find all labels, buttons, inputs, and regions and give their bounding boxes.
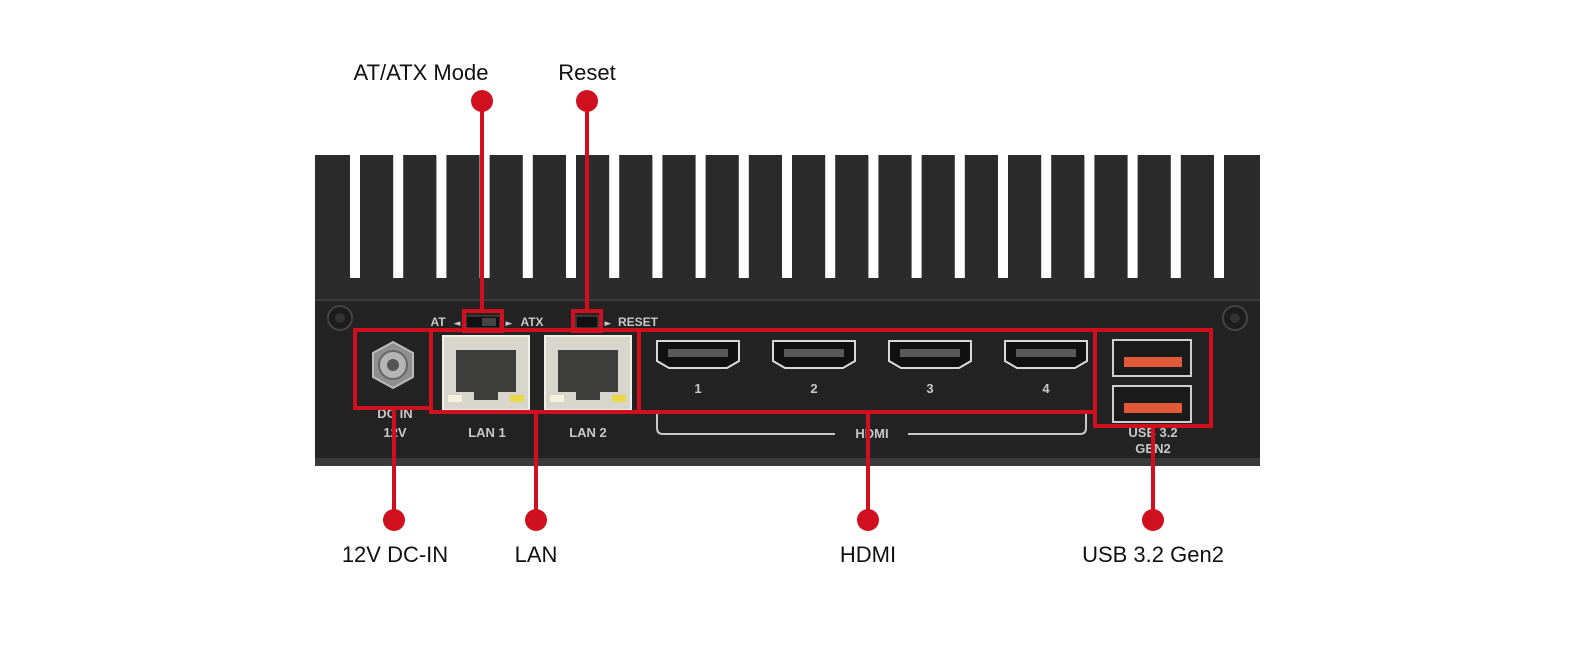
usb1-tongue bbox=[1124, 357, 1182, 367]
heatsink-fin-gap bbox=[609, 155, 620, 278]
heatsink-fin-gap bbox=[479, 155, 490, 278]
heatsink-fin-gap bbox=[998, 155, 1008, 278]
lan-port-2: LAN 2 bbox=[544, 335, 632, 440]
callout-hdmi-label: HDMI bbox=[839, 542, 897, 567]
screw-right-icon bbox=[1222, 305, 1248, 331]
callout-lan-label: LAN bbox=[514, 542, 558, 567]
heatsink-fin-gap bbox=[868, 155, 879, 278]
heatsink-fin-gap bbox=[954, 155, 965, 278]
heatsink-fin-gap bbox=[436, 155, 447, 278]
dcin-callout-dot bbox=[383, 509, 405, 531]
heatsink-fin-gap bbox=[911, 155, 922, 278]
callout-dcin-label: 12V DC-IN bbox=[341, 542, 449, 567]
callout-leaders bbox=[383, 90, 1164, 531]
callout-reset-label: Reset bbox=[558, 60, 616, 85]
arrow-left-icon: ◄ bbox=[454, 319, 461, 329]
hdmi-port-3: 3 bbox=[888, 340, 972, 396]
silk-at-label: AT bbox=[430, 315, 446, 329]
hdmi-callout-dot bbox=[857, 509, 879, 531]
usb-port-2 bbox=[1112, 385, 1192, 423]
lan1-led-right bbox=[510, 395, 524, 402]
callout-boxes bbox=[353, 309, 1213, 428]
heatsink-fin-gap bbox=[1170, 155, 1181, 278]
lan2-led-right bbox=[612, 395, 626, 402]
callout-usb-label: USB 3.2 Gen2 bbox=[1082, 542, 1224, 567]
panel-bottom-edge bbox=[315, 458, 1260, 466]
usb-port-1 bbox=[1112, 339, 1192, 377]
screw-left-icon bbox=[327, 305, 353, 331]
silk-hdmi1-label: 1 bbox=[694, 381, 701, 396]
heatsink-fin-gap bbox=[738, 155, 749, 278]
callout-atatx-mode-label: AT/ATX Mode bbox=[353, 60, 489, 85]
heatsink-fin-gap bbox=[825, 155, 836, 278]
atatx-switch: AT ◄ ► ATX bbox=[430, 315, 543, 329]
heatsink-fin-gap bbox=[522, 155, 533, 278]
lan-port-1: LAN 1 bbox=[442, 335, 530, 440]
reset-button: ► RESET bbox=[575, 315, 659, 329]
usb-callout-dot bbox=[1142, 509, 1164, 531]
silk-reset-label: RESET bbox=[618, 315, 659, 329]
silk-hdmi4-label: 4 bbox=[1042, 381, 1050, 396]
heatsink-fin-gap bbox=[1127, 155, 1138, 278]
heatsink-fin-gap bbox=[652, 155, 663, 278]
hdmi-port-2: 2 bbox=[772, 340, 856, 396]
lan2-led-left bbox=[550, 395, 564, 402]
arrow-right-icon: ► bbox=[605, 319, 612, 329]
heatsink-fin-gap bbox=[695, 155, 706, 278]
heatsink-fins bbox=[350, 155, 1224, 278]
lan-callout-dot bbox=[525, 509, 547, 531]
heatsink-fin-gap bbox=[566, 155, 576, 278]
usb2-tongue bbox=[1124, 403, 1182, 413]
heatsink-fin-gap bbox=[1214, 155, 1224, 278]
reset-callout-dot bbox=[576, 90, 598, 112]
arrow-right-icon: ► bbox=[506, 319, 513, 329]
heatsink-fin-gap bbox=[782, 155, 792, 278]
silk-lan2-label: LAN 2 bbox=[569, 425, 607, 440]
heatsink-fin-gap bbox=[1041, 155, 1052, 278]
silk-lan1-label: LAN 1 bbox=[468, 425, 506, 440]
hdmi-port-4: 4 bbox=[1004, 340, 1088, 396]
heatsink-fin-gap bbox=[393, 155, 404, 278]
silk-hdmi3-label: 3 bbox=[926, 381, 933, 396]
silk-hdmi-group-label: HDMI bbox=[855, 426, 888, 441]
heatsink-fin-gap bbox=[350, 155, 360, 278]
reset-button-slot bbox=[575, 315, 599, 329]
hdmi-group-bracket: HDMI bbox=[656, 412, 1087, 441]
atatx-switch-knob bbox=[482, 318, 496, 326]
atatx-callout-dot bbox=[471, 90, 493, 112]
hdmi-port-1: 1 bbox=[656, 340, 740, 396]
lan1-led-left bbox=[448, 395, 462, 402]
silk-hdmi2-label: 2 bbox=[810, 381, 817, 396]
heatsink-fin-gap bbox=[1084, 155, 1095, 278]
silk-atx-label: ATX bbox=[520, 315, 543, 329]
